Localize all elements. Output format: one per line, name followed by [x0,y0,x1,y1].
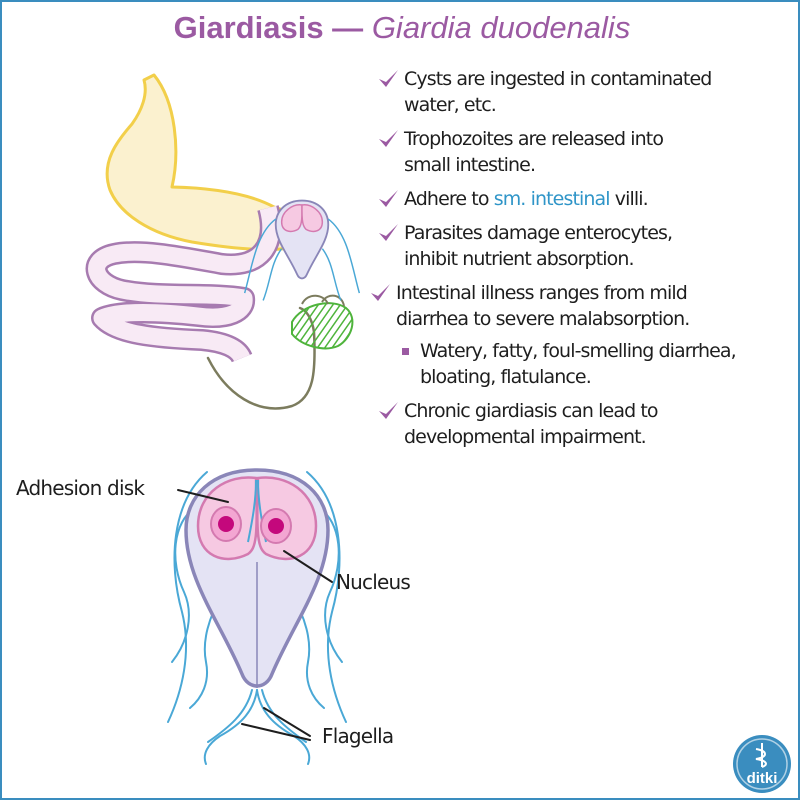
fact-symptoms: Watery, fatty, foul-smelling diarrhea, b… [398,338,798,390]
highlight-term: sm. intestinal [493,188,611,210]
title-disease: Giardiasis — [173,10,364,45]
checkmark-icon [379,130,398,147]
fact-adhere: Adhere to sm. intestinal villi. [376,186,798,212]
svg-text:ditki: ditki [747,770,778,787]
fact-ingestion: Cysts are ingested in contaminated water… [376,66,798,118]
label-adhesion-disk: Adhesion disk [16,476,145,500]
checkmark-icon [379,70,398,87]
fact-chronic: Chronic giardiasis can lead to developme… [376,398,798,450]
appendix [291,302,354,350]
digestive-tract [85,73,354,410]
checkmark-icon [379,402,398,419]
checkmark-icon [379,224,398,241]
facts-list: Cysts are ingested in contaminated water… [371,66,798,458]
fact-damage: Parasites damage enterocytes, inhibit nu… [376,220,798,272]
label-nucleus: Nucleus [336,570,411,594]
ditki-logo: ditki [733,735,791,793]
label-flagella: Flagella [322,724,394,748]
fact-illness: Intestinal illness ranges from mild diar… [368,280,798,332]
trophozoite-small [243,199,361,301]
trophozoite-large [167,468,347,765]
title-species: Giardia duodenalis [371,10,631,45]
fact-release: Trophozoites are released into small int… [376,126,798,178]
checkmark-icon [379,190,398,207]
checkmark-icon [371,284,390,301]
square-bullet-icon [402,348,409,355]
leader-lines [177,489,333,741]
page-title: Giardiasis — Giardia duodenalis [2,10,798,46]
